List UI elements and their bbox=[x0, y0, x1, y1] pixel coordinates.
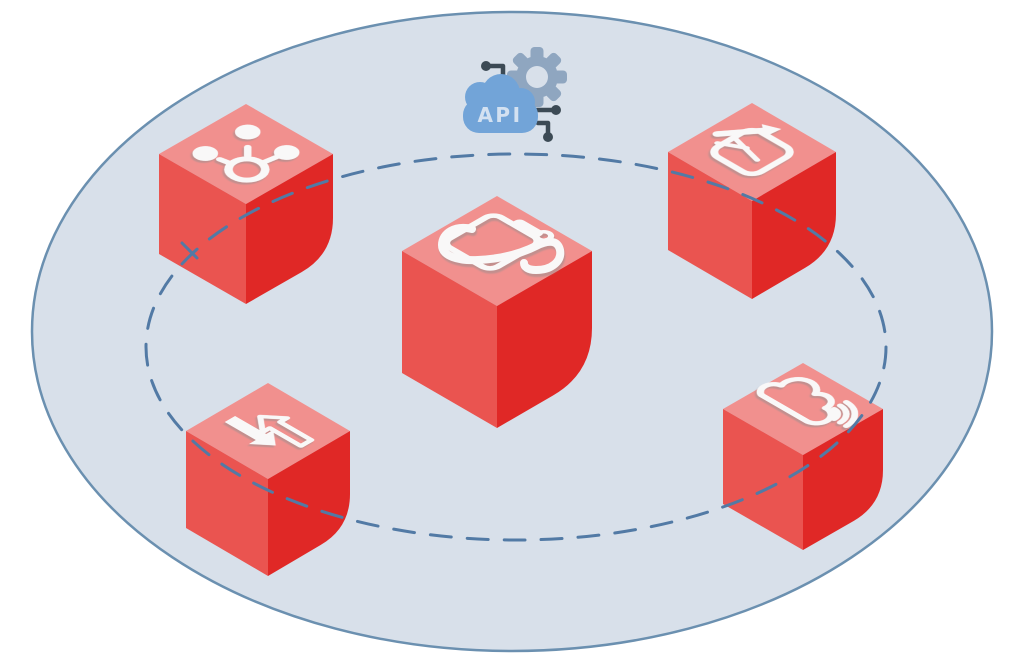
cube-right-face bbox=[268, 431, 350, 576]
cube-left-face bbox=[186, 431, 268, 576]
cube-right-face bbox=[752, 152, 836, 299]
cube-left-face bbox=[723, 409, 803, 550]
cube-box-export bbox=[668, 103, 836, 299]
gear-hole bbox=[526, 66, 548, 88]
orbit-dashed-ring bbox=[144, 152, 888, 542]
cloud-signal-icon bbox=[756, 377, 859, 428]
cube-share-network bbox=[159, 104, 333, 304]
accent-dash bbox=[180, 241, 199, 260]
up-down-arrows-icon bbox=[224, 414, 315, 448]
cube-left-face bbox=[159, 154, 246, 304]
cube-right-face bbox=[497, 251, 592, 428]
cube-transfer-arrows bbox=[186, 383, 350, 576]
cube-clipboard bbox=[402, 196, 592, 428]
cube-right-face bbox=[803, 409, 883, 550]
api-label: API bbox=[477, 103, 522, 127]
share-network-icon bbox=[192, 124, 300, 183]
cube-cloud-signal bbox=[723, 363, 883, 550]
cube-left-face bbox=[668, 152, 752, 299]
api-cloud-gear-icon: API bbox=[463, 47, 567, 142]
gear-icon bbox=[507, 47, 567, 107]
cube-left-face bbox=[402, 251, 497, 428]
clipboard-swoosh-icon bbox=[438, 213, 565, 274]
cube-right-face bbox=[246, 154, 333, 304]
api-cloud: API bbox=[463, 74, 538, 133]
box-export-arrow-icon bbox=[710, 124, 794, 177]
